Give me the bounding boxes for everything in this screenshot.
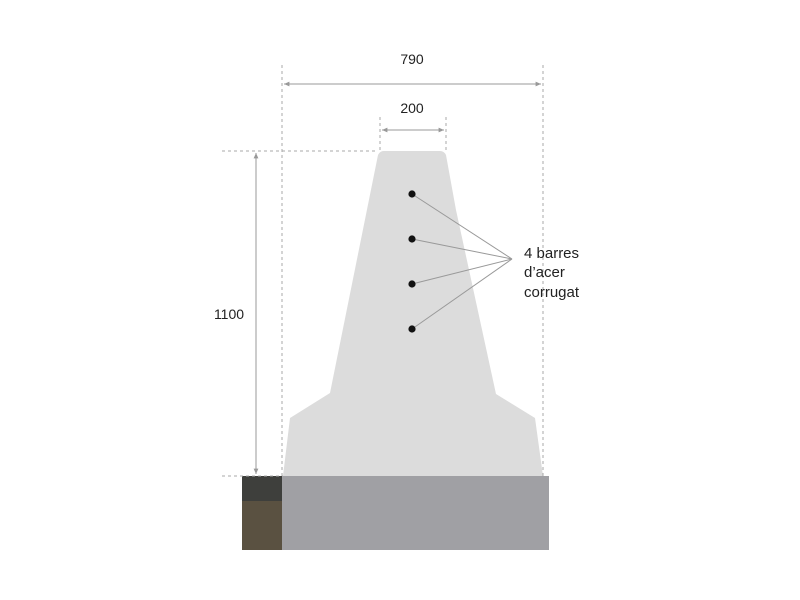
soil-bottom [242,501,282,550]
rebar-dot [408,280,416,288]
rebar-label-line-3: corrugat [524,284,580,301]
concrete-barrier [283,151,543,476]
rebar-label: 4 barres d’acer corrugat [524,245,583,301]
rebar-leader-lines [411,193,513,330]
dim-label-width-total: 790 [400,51,424,67]
rebar-dot [408,190,416,198]
rebar-dot [408,325,416,333]
dim-label-height: 1100 [214,306,244,322]
rebar-label-line-2: d’acer [524,264,565,281]
extension-lines [222,65,544,477]
rebar-label-line-1: 4 barres [524,245,579,262]
rebar-dot [408,235,416,243]
dim-label-width-top: 200 [400,100,424,116]
soil-top [242,476,282,501]
ground-slab [282,476,549,550]
